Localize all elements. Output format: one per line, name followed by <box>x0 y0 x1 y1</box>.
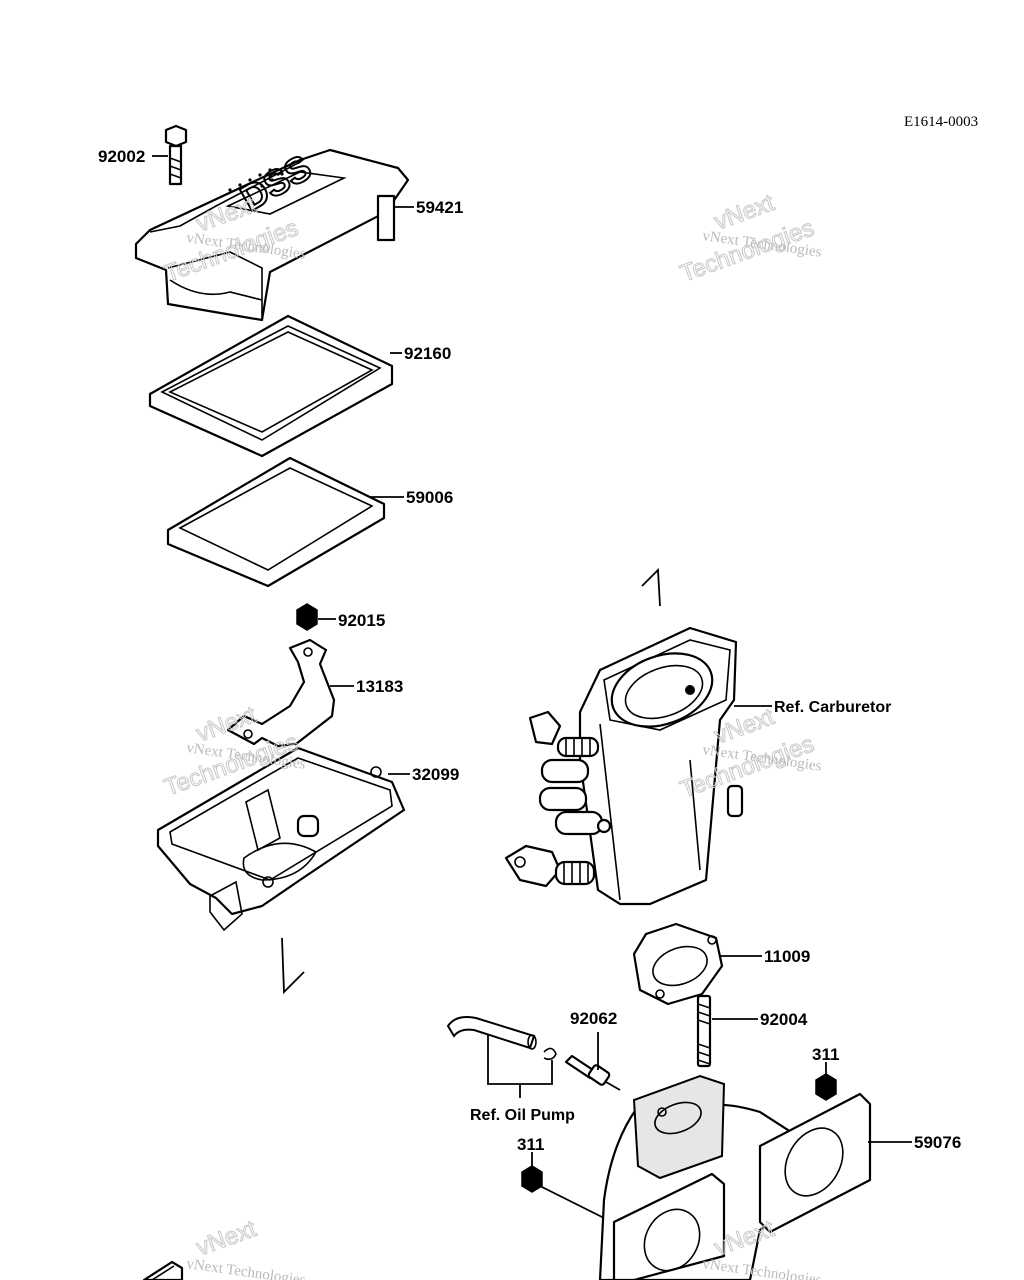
alignment-mark-upper <box>641 567 661 607</box>
nut-311-left[interactable] <box>521 1165 543 1193</box>
alignment-mark-lower <box>281 937 305 995</box>
label-11009: 11009 <box>764 947 810 966</box>
watermark-bottom-left: vNext Technologies vNext <box>185 1215 306 1280</box>
filter-59006[interactable] <box>166 456 386 588</box>
diagram-code: E1614-0003 <box>904 114 978 130</box>
label-59006: 59006 <box>406 488 453 507</box>
label-13183: 13183 <box>356 677 403 696</box>
label-ref-carburetor: Ref. Carburetor <box>774 699 891 716</box>
gasket-92160[interactable] <box>148 314 394 458</box>
label-92062: 92062 <box>570 1009 617 1028</box>
nut-311-right[interactable] <box>815 1073 837 1101</box>
label-92002: 92002 <box>98 147 145 166</box>
label-59076: 59076 <box>914 1133 961 1152</box>
label-92160: 92160 <box>404 344 451 363</box>
partial-part-bottom-left <box>142 1260 184 1280</box>
label-92015: 92015 <box>338 611 385 630</box>
label-92004: 92004 <box>760 1010 808 1029</box>
label-ref-oil-pump: Ref. Oil Pump <box>470 1107 575 1124</box>
label-59421: 59421 <box>416 198 463 217</box>
nut-92015[interactable] <box>296 603 318 631</box>
label-32099: 32099 <box>412 765 459 784</box>
nipple-92062[interactable] <box>564 1054 611 1086</box>
intake-manifold-59076[interactable] <box>598 1074 872 1280</box>
label-311-right: 311 <box>812 1045 839 1064</box>
carburetor-reference-drawing <box>504 626 772 906</box>
bolt-92002[interactable] <box>164 124 188 186</box>
stud-92004[interactable] <box>696 994 712 1068</box>
gasket-11009[interactable] <box>632 922 724 1006</box>
svg-text:vNext: vNext <box>193 1215 260 1261</box>
bracket-13183[interactable] <box>226 638 336 748</box>
watermark-top-right: vNext Technologies vNext Technologies <box>676 189 822 288</box>
oil-pump-hose-reference <box>446 1016 557 1098</box>
air-box-base-32099[interactable] <box>156 746 406 932</box>
label-311-left: 311 <box>517 1135 544 1154</box>
